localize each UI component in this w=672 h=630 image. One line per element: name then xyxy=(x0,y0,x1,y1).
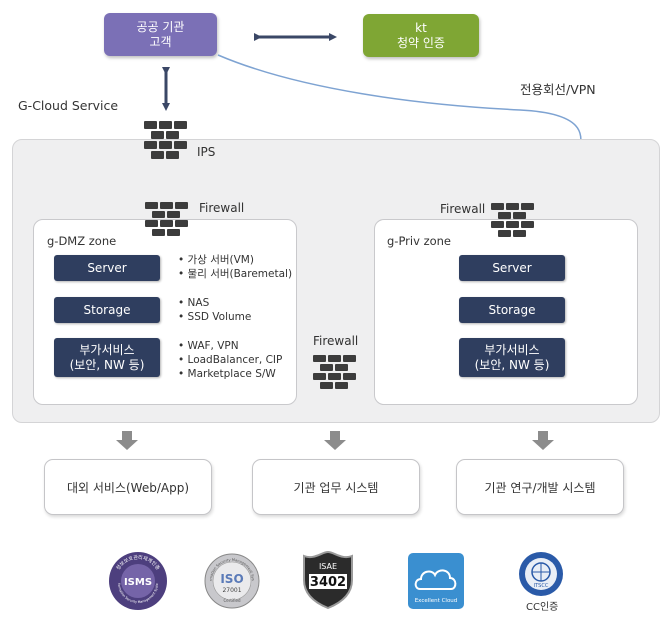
list-item: LoadBalancer, CIP xyxy=(178,353,283,367)
list-item: 물리 서버(Baremetal) xyxy=(178,267,293,281)
dmz-server-label: Server xyxy=(87,260,127,275)
dmz-extra-services-node: 부가서비스 (보안, NW 등) xyxy=(54,338,160,377)
external-service-box: 대외 서비스(Web/App) xyxy=(44,459,212,515)
isms-badge-icon: 정보보호관리체계인증 Information Security Manageme… xyxy=(108,551,167,610)
list-item: 가상 서버(VM) xyxy=(178,253,292,267)
external-service-label: 대외 서비스(Web/App) xyxy=(66,480,190,495)
kt-label: kt xyxy=(415,20,427,35)
iso-bottom-text: Certified xyxy=(223,598,241,603)
public-customer-line1: 공공 기관 xyxy=(136,19,185,34)
middle-firewall-label: Firewall xyxy=(313,334,359,348)
down-arrow-icon xyxy=(324,431,346,450)
priv-storage-label: Storage xyxy=(488,302,536,317)
cc-certification-label: CC인증 xyxy=(526,602,559,613)
list-item: SSD Volume xyxy=(178,310,252,324)
kt-subscription-label: 청약 인증 xyxy=(397,35,445,50)
dmz-extra-line2: (보안, NW 등) xyxy=(69,357,145,372)
isae-top-text: ISAE xyxy=(319,562,337,571)
kt-subscription-box: kt 청약 인증 xyxy=(363,14,479,57)
priv-zone-title: g-Priv zone xyxy=(387,234,452,248)
down-arrow-icon xyxy=(532,431,554,450)
dmz-firewall-icon xyxy=(145,202,188,236)
isms-center-text: ISMS xyxy=(124,577,152,588)
list-item: NAS xyxy=(178,296,251,310)
list-item: WAF, VPN xyxy=(178,339,282,353)
priv-firewall-icon xyxy=(491,203,534,237)
dmz-storage-label: Storage xyxy=(83,302,131,317)
middle-firewall-icon xyxy=(313,355,356,389)
agency-rnd-system-box: 기관 연구/개발 시스템 xyxy=(456,459,624,515)
agency-rnd-system-label: 기관 연구/개발 시스템 xyxy=(484,480,596,495)
priv-server-label: Server xyxy=(492,260,532,275)
dmz-extra-line1: 부가서비스 xyxy=(79,342,135,357)
itscc-text: ITSCC xyxy=(534,583,549,589)
ips-label: IPS xyxy=(197,145,216,159)
dmz-storage-list: NAS SSD Volume xyxy=(178,296,252,324)
vpn-label: 전용회선/VPN xyxy=(520,82,596,97)
priv-firewall-label: Firewall xyxy=(440,202,486,216)
isae-number-text: 3402 xyxy=(310,575,346,590)
agency-work-system-box: 기관 업무 시스템 xyxy=(252,459,420,515)
priv-extra-line2: (보안, NW 등) xyxy=(474,357,550,372)
agency-work-system-label: 기관 업무 시스템 xyxy=(293,480,379,495)
list-item: Marketplace S/W xyxy=(178,367,282,381)
dmz-firewall-label: Firewall xyxy=(199,201,245,215)
dmz-server-list: 가상 서버(VM) 물리 서버(Baremetal) xyxy=(178,253,293,281)
public-customer-box: 공공 기관 고객 xyxy=(104,13,217,56)
dmz-extra-list: WAF, VPN LoadBalancer, CIP Marketplace S… xyxy=(178,339,283,381)
iso-badge-icon: Information Security Management System I… xyxy=(204,553,260,609)
priv-extra-line1: 부가서비스 xyxy=(484,342,540,357)
ips-firewall-icon xyxy=(144,121,187,159)
dmz-zone-title: g-DMZ zone xyxy=(47,234,117,248)
down-arrow-icon xyxy=(116,431,138,450)
priv-storage-node: Storage xyxy=(459,297,565,323)
iso-number-text: 27001 xyxy=(222,587,241,594)
dmz-server-node: Server xyxy=(54,255,160,281)
gcloud-service-label: G-Cloud Service xyxy=(18,98,119,113)
iso-center-text: ISO xyxy=(220,572,243,586)
excellent-cloud-text: Excellent Cloud xyxy=(415,598,458,604)
excellent-cloud-badge-icon: Excellent Cloud xyxy=(408,553,464,609)
priv-server-node: Server xyxy=(459,255,565,281)
public-customer-line2: 고객 xyxy=(149,34,172,49)
priv-extra-services-node: 부가서비스 (보안, NW 등) xyxy=(459,338,565,377)
cc-certification-badge-icon: ITSCC xyxy=(519,552,563,596)
dmz-storage-node: Storage xyxy=(54,297,160,323)
isae3402-badge-icon: ISAE 3402 xyxy=(303,550,353,610)
